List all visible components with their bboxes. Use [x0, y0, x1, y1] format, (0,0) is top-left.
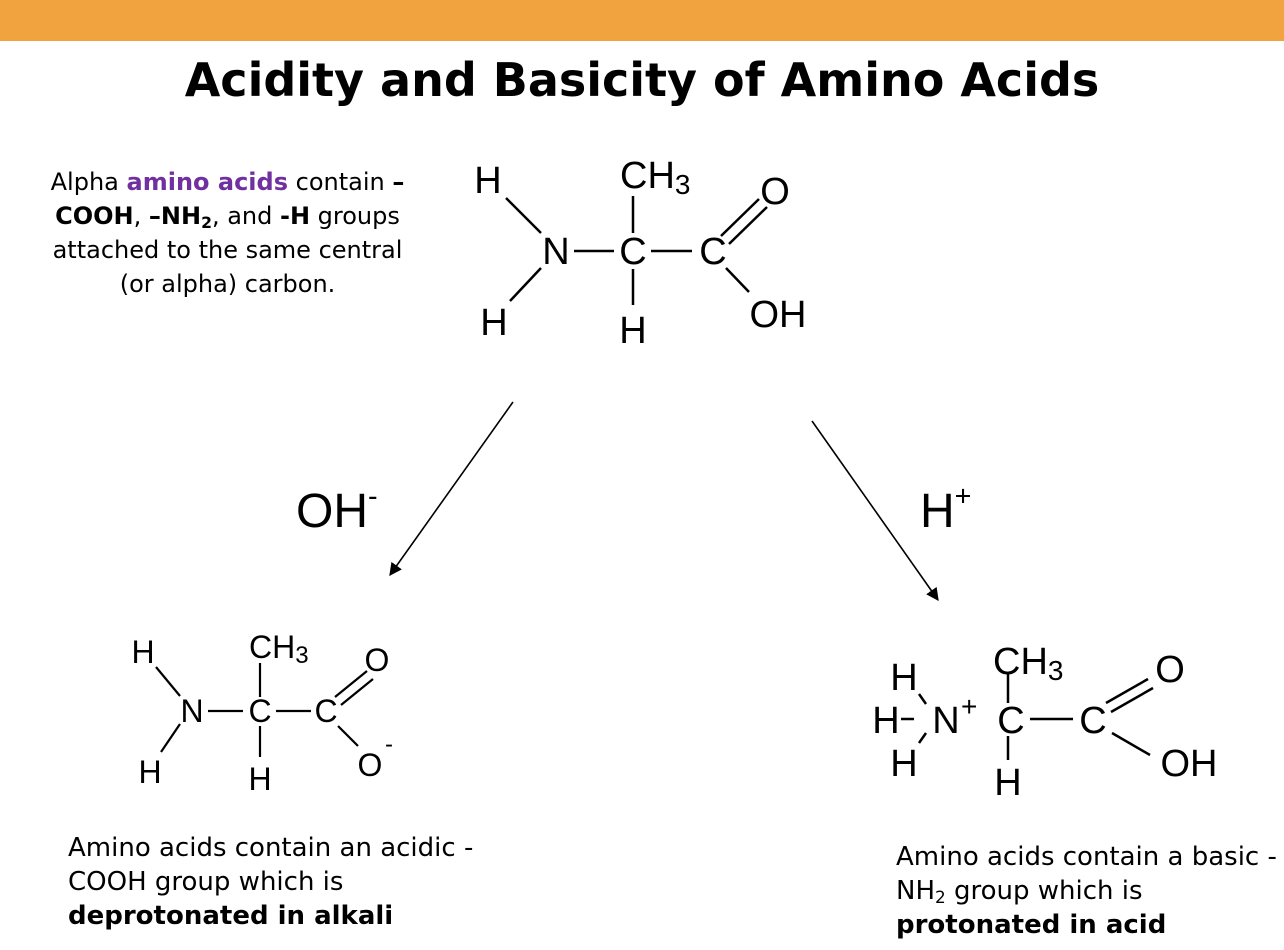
nh2-subscript: 2	[201, 213, 212, 232]
hydroxide-reagent: OH-	[296, 482, 378, 540]
bond	[505, 197, 542, 234]
double-bond-line	[728, 206, 768, 245]
hydroxyl-group: OH	[750, 294, 807, 336]
methyl-group: CH3	[620, 155, 690, 200]
ch3-subscript: 3	[675, 169, 691, 200]
acid-caption: Amino acids contain a basic -NH2 group w…	[896, 840, 1284, 942]
atom-c-carboxyl: C	[1079, 700, 1106, 742]
atom-c-alpha: C	[619, 231, 646, 273]
protonated-emphasis: protonated in acid	[896, 910, 1167, 940]
atom-n: N	[542, 231, 569, 273]
atom-n: N	[180, 693, 203, 729]
atom-h: H	[890, 657, 917, 699]
bond	[155, 666, 181, 697]
intro-text: Alpha amino acids contain –COOH, –NH2, a…	[40, 165, 415, 301]
atom-h: H	[890, 743, 917, 785]
hydroxyl-group: OH	[1161, 743, 1218, 785]
proton-main: H	[920, 485, 955, 538]
bond	[337, 725, 359, 747]
nh2-main: –NH	[148, 202, 202, 230]
atom-c-alpha: C	[248, 693, 271, 729]
alkali-caption: Amino acids contain an acidic -COOH grou…	[68, 831, 498, 933]
topic-label: 6D Amines, Amides and Polyamides	[394, 47, 908, 76]
double-bond-line	[1105, 677, 1149, 705]
atom-o-minus: O	[358, 747, 383, 783]
intro-text-part: ,	[133, 202, 149, 230]
ch3-subscript: 3	[295, 642, 308, 669]
nh2-subscript: 2	[935, 887, 946, 908]
bond	[160, 723, 181, 753]
double-bond-line	[720, 198, 760, 237]
methyl-group: CH3	[249, 629, 309, 669]
caption-text: group which is	[945, 876, 1143, 906]
proton-reagent: H+	[920, 482, 972, 540]
atom-n: N	[932, 700, 959, 742]
ch3-main: CH	[249, 629, 295, 665]
atom-h: H	[994, 762, 1021, 804]
bond	[917, 693, 928, 705]
arrow-to-base-product	[389, 401, 514, 577]
carboxylate-structure	[155, 663, 374, 757]
arrow-to-acid-product	[811, 420, 939, 602]
atom-c-carboxyl: C	[314, 693, 337, 729]
atom-h: H	[138, 754, 161, 790]
ch3-main: CH	[993, 641, 1048, 683]
hydroxide-main: OH	[296, 485, 368, 538]
bond	[509, 267, 542, 302]
bond	[725, 267, 750, 293]
bond	[1111, 731, 1151, 757]
atom-o: O	[760, 171, 790, 213]
double-bond-line	[340, 678, 374, 706]
caption-text: Amino acids contain an acidic -COOH grou…	[68, 833, 474, 897]
double-bond-line	[1110, 686, 1154, 714]
intro-text-part: contain	[288, 168, 393, 196]
negative-charge: -	[385, 731, 393, 758]
atom-h: H	[619, 310, 646, 352]
intro-text-part: groups attached to the same central (or …	[52, 202, 403, 298]
ch3-subscript: 3	[1048, 655, 1064, 686]
atom-h: H	[474, 160, 501, 202]
ammonium-structure	[901, 674, 1154, 760]
double-bond-line	[334, 670, 368, 698]
deprotonated-emphasis: deprotonated in alkali	[68, 901, 394, 931]
slide-title: Acidity and Basicity of Amino Acids	[184, 53, 1100, 107]
nh2-group: –NH2	[148, 202, 212, 232]
atom-h: H	[248, 761, 271, 797]
atom-h: H	[872, 700, 899, 742]
positive-charge: +	[961, 691, 977, 722]
caption-text: Amino acids contain a basic -NH	[896, 842, 1277, 906]
atom-o: O	[365, 642, 390, 678]
atom-h: H	[131, 634, 154, 670]
ch3-main: CH	[620, 155, 675, 197]
intro-text-part: Alpha	[50, 168, 127, 196]
h-group: -H	[279, 202, 311, 230]
atom-h: H	[480, 302, 507, 344]
atom-c-carboxyl: C	[699, 231, 726, 273]
bond	[917, 732, 928, 744]
topic-header-bar: 6D Amines, Amides and Polyamides	[0, 0, 1284, 76]
atom-o: O	[1155, 649, 1185, 691]
alanine-structure	[505, 196, 768, 305]
methyl-group: CH3	[993, 641, 1063, 686]
cooh-group: –COOH	[55, 168, 405, 230]
intro-text-part: , and	[211, 202, 280, 230]
proton-charge: +	[954, 480, 972, 513]
hydroxide-charge: -	[368, 480, 378, 513]
atom-c-alpha: C	[997, 700, 1024, 742]
amino-acids-highlight: amino acids	[126, 168, 288, 196]
